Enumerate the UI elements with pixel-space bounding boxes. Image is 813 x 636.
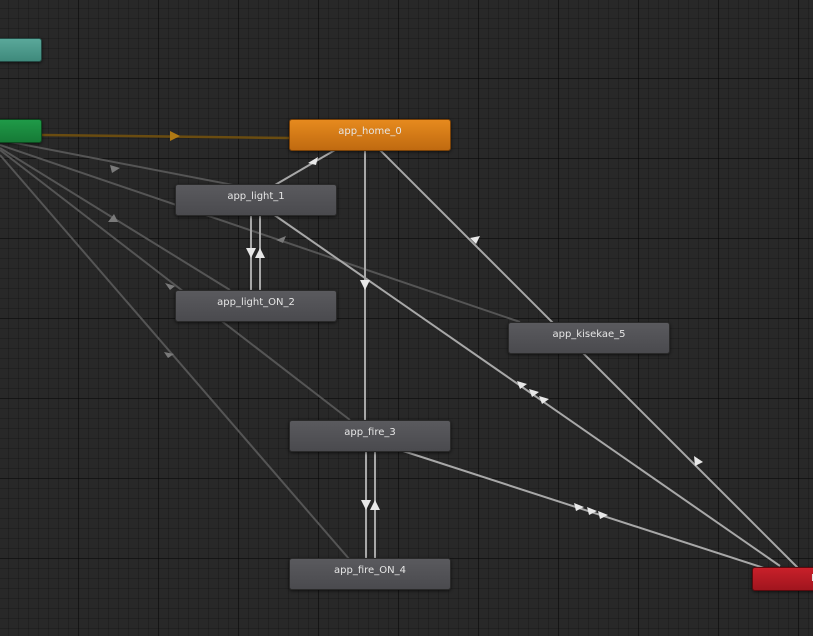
state-node-app-kisekae-5[interactable]: app_kisekae_5 (508, 322, 670, 354)
state-label: app_home_0 (338, 126, 402, 137)
transition-arrow (360, 280, 370, 290)
transition-line (0, 154, 351, 561)
state-node-app-fire-on-4[interactable]: app_fire_ON_4 (289, 558, 451, 590)
exit-label: E (811, 568, 813, 590)
transition-arrow (246, 248, 256, 258)
transition-arrow (539, 396, 549, 404)
transition-arrow (255, 248, 265, 258)
state-node-app-light-on-2[interactable]: app_light_ON_2 (175, 290, 337, 322)
state-node-app-fire-3[interactable]: app_fire_3 (289, 420, 451, 452)
entry-transition-line (41, 133, 291, 140)
transition-arrow (165, 283, 175, 290)
exit-node[interactable]: E (752, 567, 813, 591)
transition-arrow (276, 236, 286, 243)
transition-arrow (370, 500, 380, 510)
transition-arrow (110, 165, 120, 173)
state-label: app_kisekae_5 (552, 329, 626, 340)
entry-transition-arrow (170, 131, 180, 141)
state-label: app_fire_ON_4 (334, 565, 406, 576)
transition-arrow (108, 214, 118, 222)
transition-arrow (574, 503, 584, 511)
transition-arrow (470, 236, 480, 244)
state-label: app_light_1 (227, 191, 285, 202)
entry-node[interactable] (0, 119, 42, 143)
transition-arrow (517, 381, 527, 389)
transition-arrow (598, 511, 608, 519)
state-label: app_fire_3 (344, 427, 396, 438)
state-node-app-home-0[interactable]: app_home_0 (289, 119, 451, 151)
transition-line (0, 149, 351, 421)
transition-line (274, 149, 336, 186)
transition-arrow (529, 389, 539, 397)
transition-arrow (361, 500, 371, 510)
transition-line (269, 211, 781, 567)
any-state-node[interactable] (0, 38, 42, 62)
state-node-app-light-1[interactable]: app_light_1 (175, 184, 337, 216)
transition-arrow (587, 507, 597, 515)
transition-arrow (694, 456, 703, 466)
transition-arrow (308, 157, 318, 165)
transition-line (399, 449, 771, 571)
transition-arrow (164, 352, 174, 358)
transition-line (379, 149, 801, 571)
state-label: app_light_ON_2 (217, 297, 295, 308)
